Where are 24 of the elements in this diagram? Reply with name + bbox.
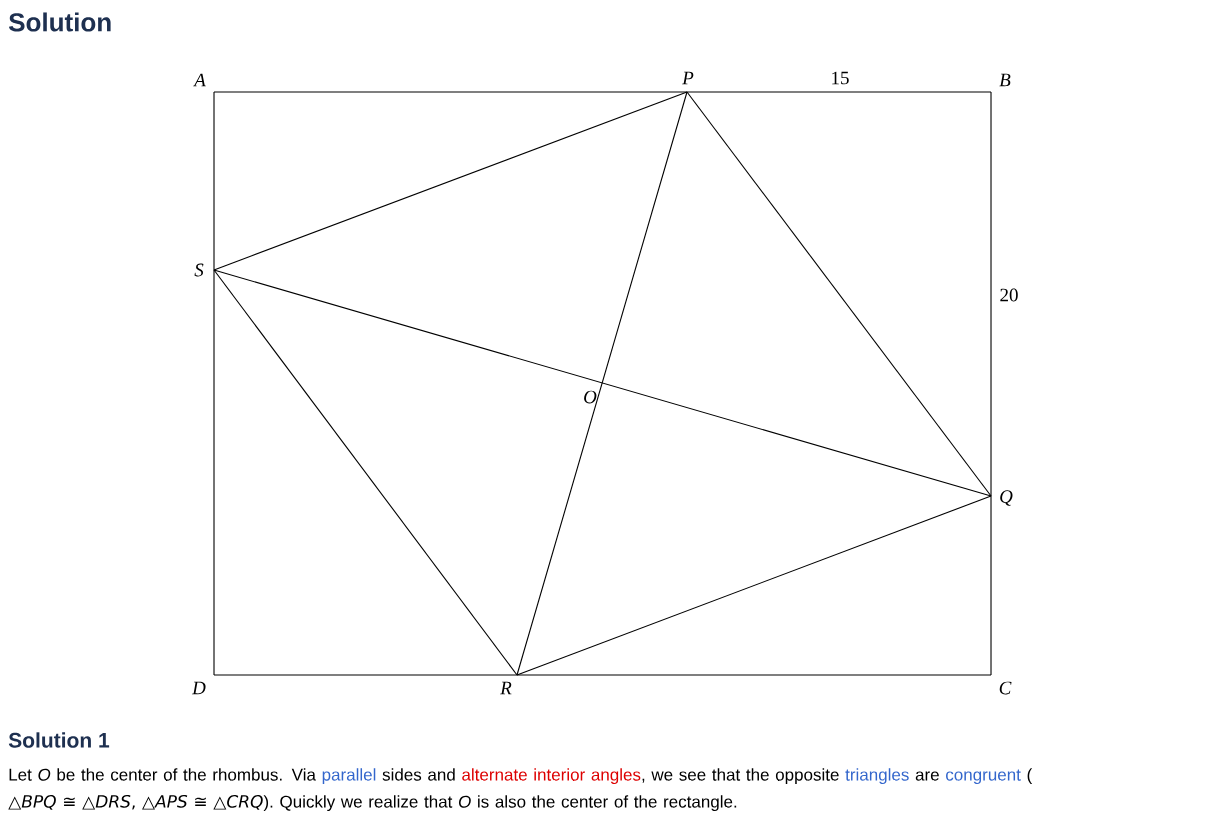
- paragraph-text: , we see that the opposite: [642, 768, 839, 785]
- point-label: O: [584, 390, 597, 404]
- link-text: alternate interior angles: [462, 768, 641, 785]
- paragraph-text: (: [1027, 768, 1033, 785]
- paragraph-text: ). Quickly we realize that O is also the center of the rectangle.: [263, 795, 737, 812]
- link-text: parallel: [322, 768, 376, 785]
- paragraph-text: Let O be the center of the rhombus. Via: [9, 768, 316, 781]
- point-label: C: [999, 681, 1012, 695]
- point-label: A: [193, 73, 206, 87]
- point-label: R: [500, 681, 512, 695]
- title: Solution: [8, 12, 111, 32]
- point-label: S: [194, 263, 204, 277]
- paragraph-text: are: [915, 771, 939, 781]
- length-label: 20: [1000, 288, 1018, 302]
- link-text: congruent: [946, 769, 1021, 785]
- link-text: triangles: [845, 768, 909, 785]
- point-label: P: [682, 71, 694, 85]
- paragraph-text: sides and: [382, 768, 455, 781]
- length-label: 15: [832, 71, 849, 85]
- point-label: D: [191, 681, 206, 695]
- point-label: B: [999, 73, 1011, 87]
- subheading: Solution 1: [8, 732, 110, 748]
- math-formula: △BPQ ≅ △DRS, △APS ≅ △CRQ: [8, 794, 263, 810]
- point-label: Q: [1000, 490, 1013, 506]
